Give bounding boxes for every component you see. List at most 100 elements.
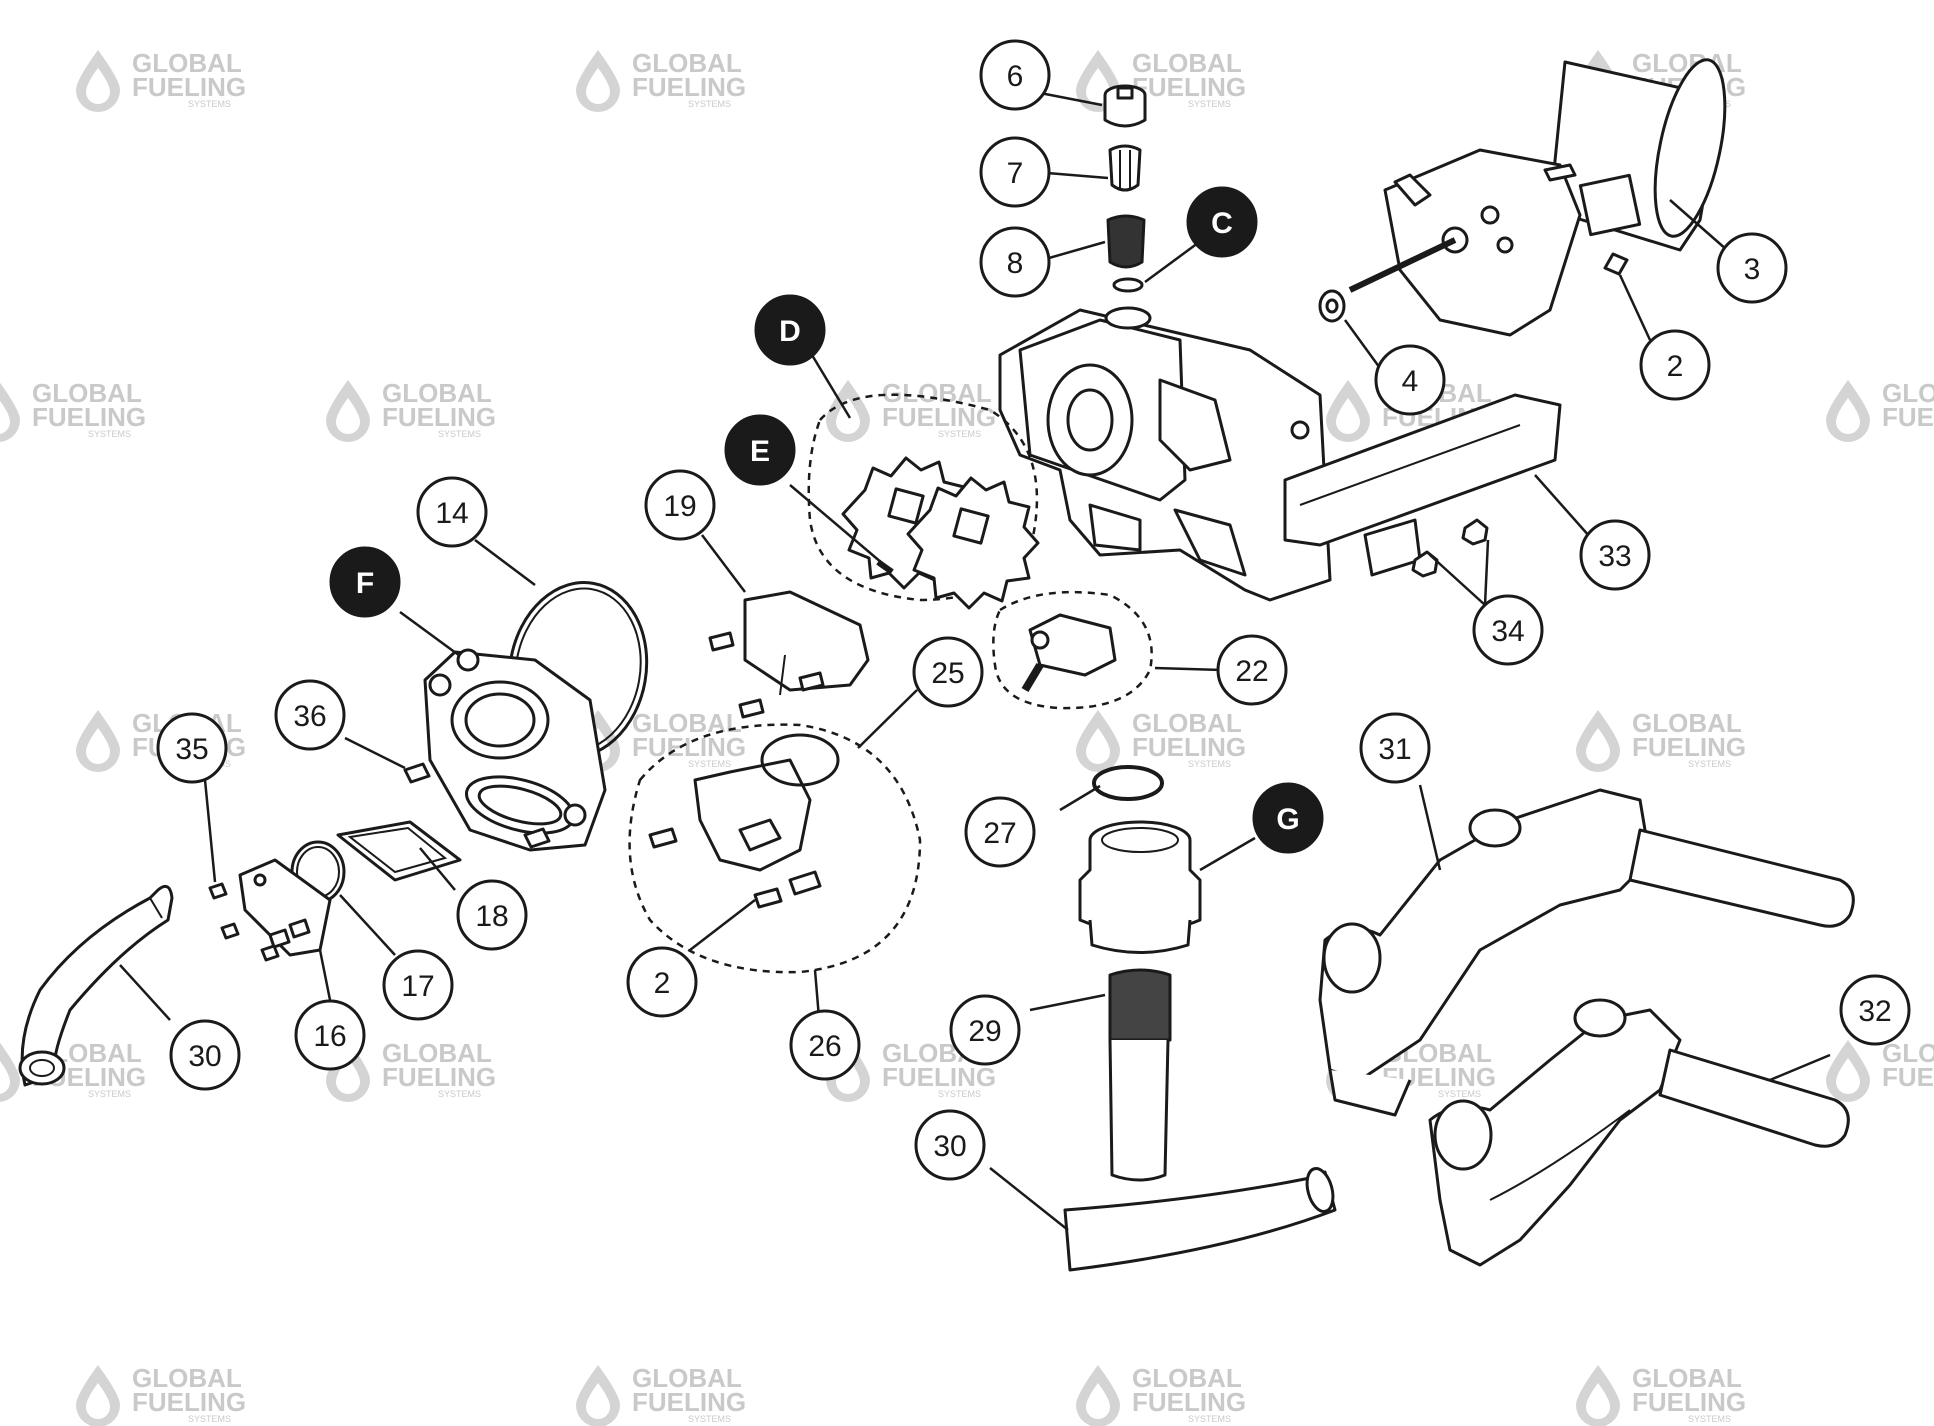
rotor-gear-part: [841, 456, 1040, 610]
callout-label: D: [779, 315, 801, 348]
callout-31: 31: [1359, 712, 1431, 784]
switch-group-outline: [992, 590, 1153, 710]
callout-3: 3: [1716, 232, 1788, 304]
washer-part: [1318, 289, 1346, 323]
callout-label: 14: [435, 497, 468, 530]
callout-circle: [274, 679, 346, 751]
watermark-line3: SYSTEMS: [1188, 759, 1231, 769]
motor-part: [1348, 58, 1727, 337]
watermark-line1: GLOBAL: [632, 48, 742, 78]
watermark-line2: FUELING: [632, 732, 746, 762]
watermark-line3: SYSTEMS: [938, 1089, 981, 1099]
callout-35: 35: [156, 712, 228, 784]
callout-circle: [1639, 329, 1711, 401]
callout-25: 25: [912, 636, 984, 708]
watermark-line3: SYSTEMS: [188, 99, 231, 109]
callout-label: 17: [401, 970, 434, 1003]
callout-circle: [1252, 782, 1324, 854]
callout-19: 19: [644, 469, 716, 541]
watermark-line1: GLOBAL: [132, 48, 242, 78]
callout-e: E: [724, 414, 796, 486]
inlet-elbow-pipe-part: [18, 884, 174, 1087]
switch-part: [1021, 613, 1117, 693]
callout-22: 22: [1216, 634, 1288, 706]
callout-circle: [724, 414, 796, 486]
watermark-line1: GLOBAL: [1882, 1038, 1934, 1068]
callout-circle: [456, 879, 528, 951]
callout-label: 26: [808, 1030, 841, 1063]
callout-circle: [754, 294, 826, 366]
watermark-line3: SYSTEMS: [88, 1089, 131, 1099]
callout-circle: [979, 39, 1051, 111]
callout-label: 19: [663, 490, 696, 523]
watermark-line1: GLOBAL: [1132, 708, 1242, 738]
watermark-line2: FUELING: [1632, 732, 1746, 762]
callout-circle: [1216, 634, 1288, 706]
callout-g: G: [1252, 782, 1324, 854]
callout-circle: [1359, 712, 1431, 784]
watermark-line2: FUELING: [32, 402, 146, 432]
watermark-line3: SYSTEMS: [438, 429, 481, 439]
callout-f: F: [329, 546, 401, 618]
callout-33: 33: [1579, 519, 1651, 591]
callout-circle: [979, 136, 1051, 208]
callout-label: 27: [983, 817, 1016, 850]
watermark-line2: FUELING: [882, 402, 996, 432]
watermark-line2: FUELING: [1132, 72, 1246, 102]
callout-circle: [1472, 594, 1544, 666]
watermark-line1: GLOBAL: [632, 708, 742, 738]
watermark-line1: GLOBAL: [132, 1363, 242, 1393]
watermark-line2: FUELING: [382, 1062, 496, 1092]
callout-circle: [1579, 519, 1651, 591]
filter-screen-part: [1106, 214, 1146, 269]
watermark-line3: SYSTEMS: [938, 429, 981, 439]
callout-36: 36: [274, 679, 346, 751]
o-ring-c-part: [1112, 277, 1144, 293]
callout-d: D: [754, 294, 826, 366]
watermark-line3: SYSTEMS: [1438, 1089, 1481, 1099]
watermark-line1: GLOBAL: [1132, 1363, 1242, 1393]
nozzle-31-part: [1318, 788, 1855, 1117]
callout-circle: [626, 946, 698, 1018]
callout-label: 31: [1378, 733, 1411, 766]
callout-circle: [979, 226, 1051, 298]
watermark-line3: SYSTEMS: [438, 1089, 481, 1099]
callout-30: 30: [914, 1109, 986, 1181]
callout-27: 27: [964, 796, 1036, 868]
callout-29: 29: [949, 994, 1021, 1066]
watermark-line1: GLOBAL: [632, 1363, 742, 1393]
callout-circle: [964, 796, 1036, 868]
watermark-line2: FUELING: [1882, 402, 1934, 432]
callout-7: 7: [979, 136, 1051, 208]
watermark-line1: GLOBAL: [1632, 1363, 1742, 1393]
adapter-bushing-part: [1078, 820, 1202, 954]
watermark-line3: SYSTEMS: [1188, 99, 1231, 109]
watermark-line2: FUELING: [632, 1387, 746, 1417]
watermark-line2: FUELING: [882, 1062, 996, 1092]
watermark-line3: SYSTEMS: [1188, 1414, 1231, 1424]
callout-label: 6: [1007, 60, 1024, 93]
callout-circle: [294, 999, 366, 1071]
callout-circle: [1839, 974, 1911, 1046]
screws-35-part: [208, 882, 280, 962]
watermark-line1: GLOBAL: [32, 378, 142, 408]
callout-label: 33: [1598, 540, 1631, 573]
filter-cage-part: [1108, 144, 1142, 192]
callout-label: 30: [188, 1040, 221, 1073]
watermark-line1: GLOBAL: [1132, 48, 1242, 78]
bypass-body-part: [648, 733, 840, 909]
callout-label: 30: [933, 1130, 966, 1163]
nozzle-32-part: [1428, 998, 1850, 1267]
callout-label: 2: [1667, 350, 1684, 383]
